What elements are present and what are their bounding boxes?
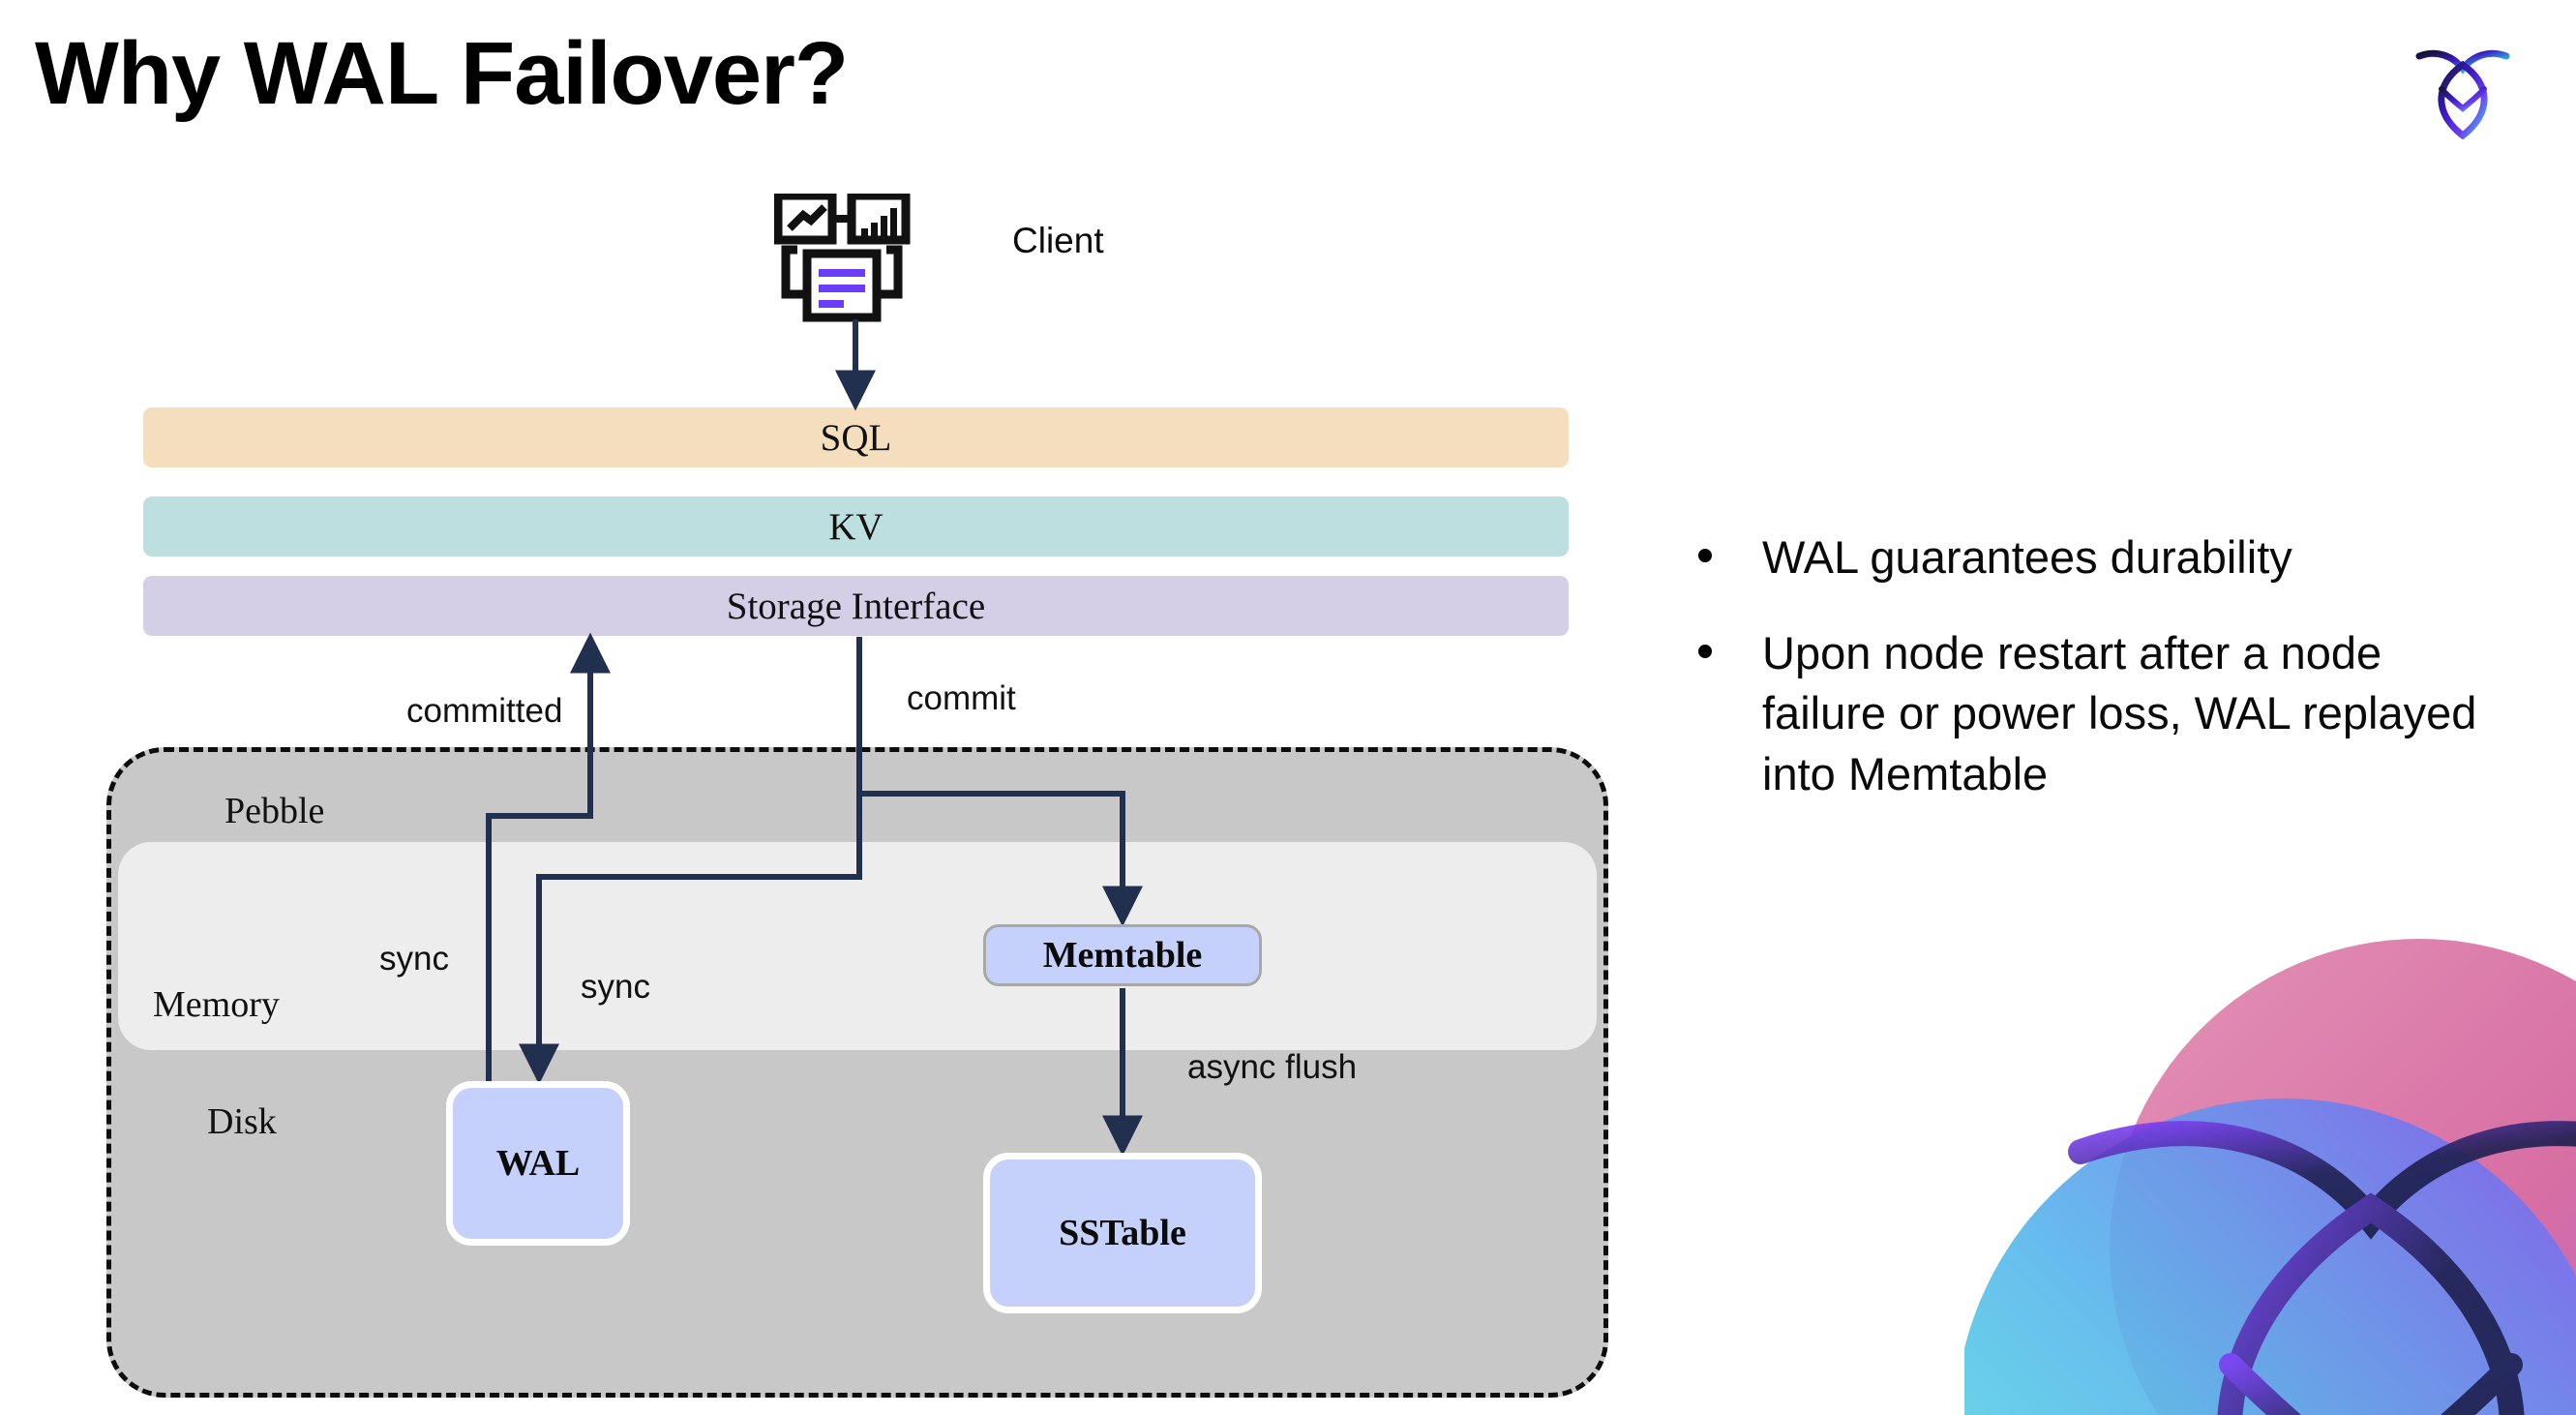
list-item: Upon node restart after a node failure o…: [1698, 623, 2501, 805]
node-label-sstable: SSTable: [1059, 1213, 1186, 1253]
bullet-dot-icon: [1698, 549, 1712, 562]
architecture-diagram: Client SQL KV Storage Interface Pebble M…: [106, 191, 1608, 1398]
layer-label-sql: SQL: [820, 416, 892, 459]
layer-bar-storage-interface: Storage Interface: [143, 576, 1569, 636]
node-label-wal: WAL: [495, 1143, 581, 1184]
layer-bar-kv: KV: [143, 497, 1569, 557]
memory-label: Memory: [153, 984, 280, 1025]
edge-label-sync-left: sync: [379, 940, 449, 978]
page-title: Why WAL Failover?: [35, 24, 849, 123]
node-memtable: Memtable: [983, 924, 1262, 986]
edge-label-async-flush: async flush: [1187, 1048, 1358, 1086]
bullet-list: WAL guarantees durability Upon node rest…: [1698, 527, 2501, 839]
bullet-text: WAL guarantees durability: [1762, 531, 2292, 583]
layer-label-kv: KV: [828, 505, 884, 548]
layer-bar-sql: SQL: [143, 407, 1569, 467]
bullet-text: Upon node restart after a node failure o…: [1762, 626, 2477, 799]
memory-zone: [118, 842, 1597, 1050]
edge-label-committed: committed: [406, 692, 563, 730]
list-item: WAL guarantees durability: [1698, 527, 2501, 588]
edge-label-commit: commit: [907, 679, 1016, 717]
bullet-dot-icon: [1698, 644, 1712, 658]
corner-gradient-decoration: [1964, 900, 2576, 1415]
cockroachdb-logo: [2410, 33, 2516, 141]
layer-label-storage-interface: Storage Interface: [726, 585, 986, 627]
client-label: Client: [1012, 221, 1104, 260]
node-sstable: SSTable: [983, 1153, 1262, 1313]
edge-label-sync-right: sync: [581, 968, 650, 1006]
client-dashboard-icon: [773, 191, 929, 329]
disk-label: Disk: [207, 1101, 277, 1142]
pebble-label: Pebble: [225, 791, 325, 831]
node-label-memtable: Memtable: [1042, 935, 1203, 976]
node-wal: WAL: [446, 1081, 630, 1246]
